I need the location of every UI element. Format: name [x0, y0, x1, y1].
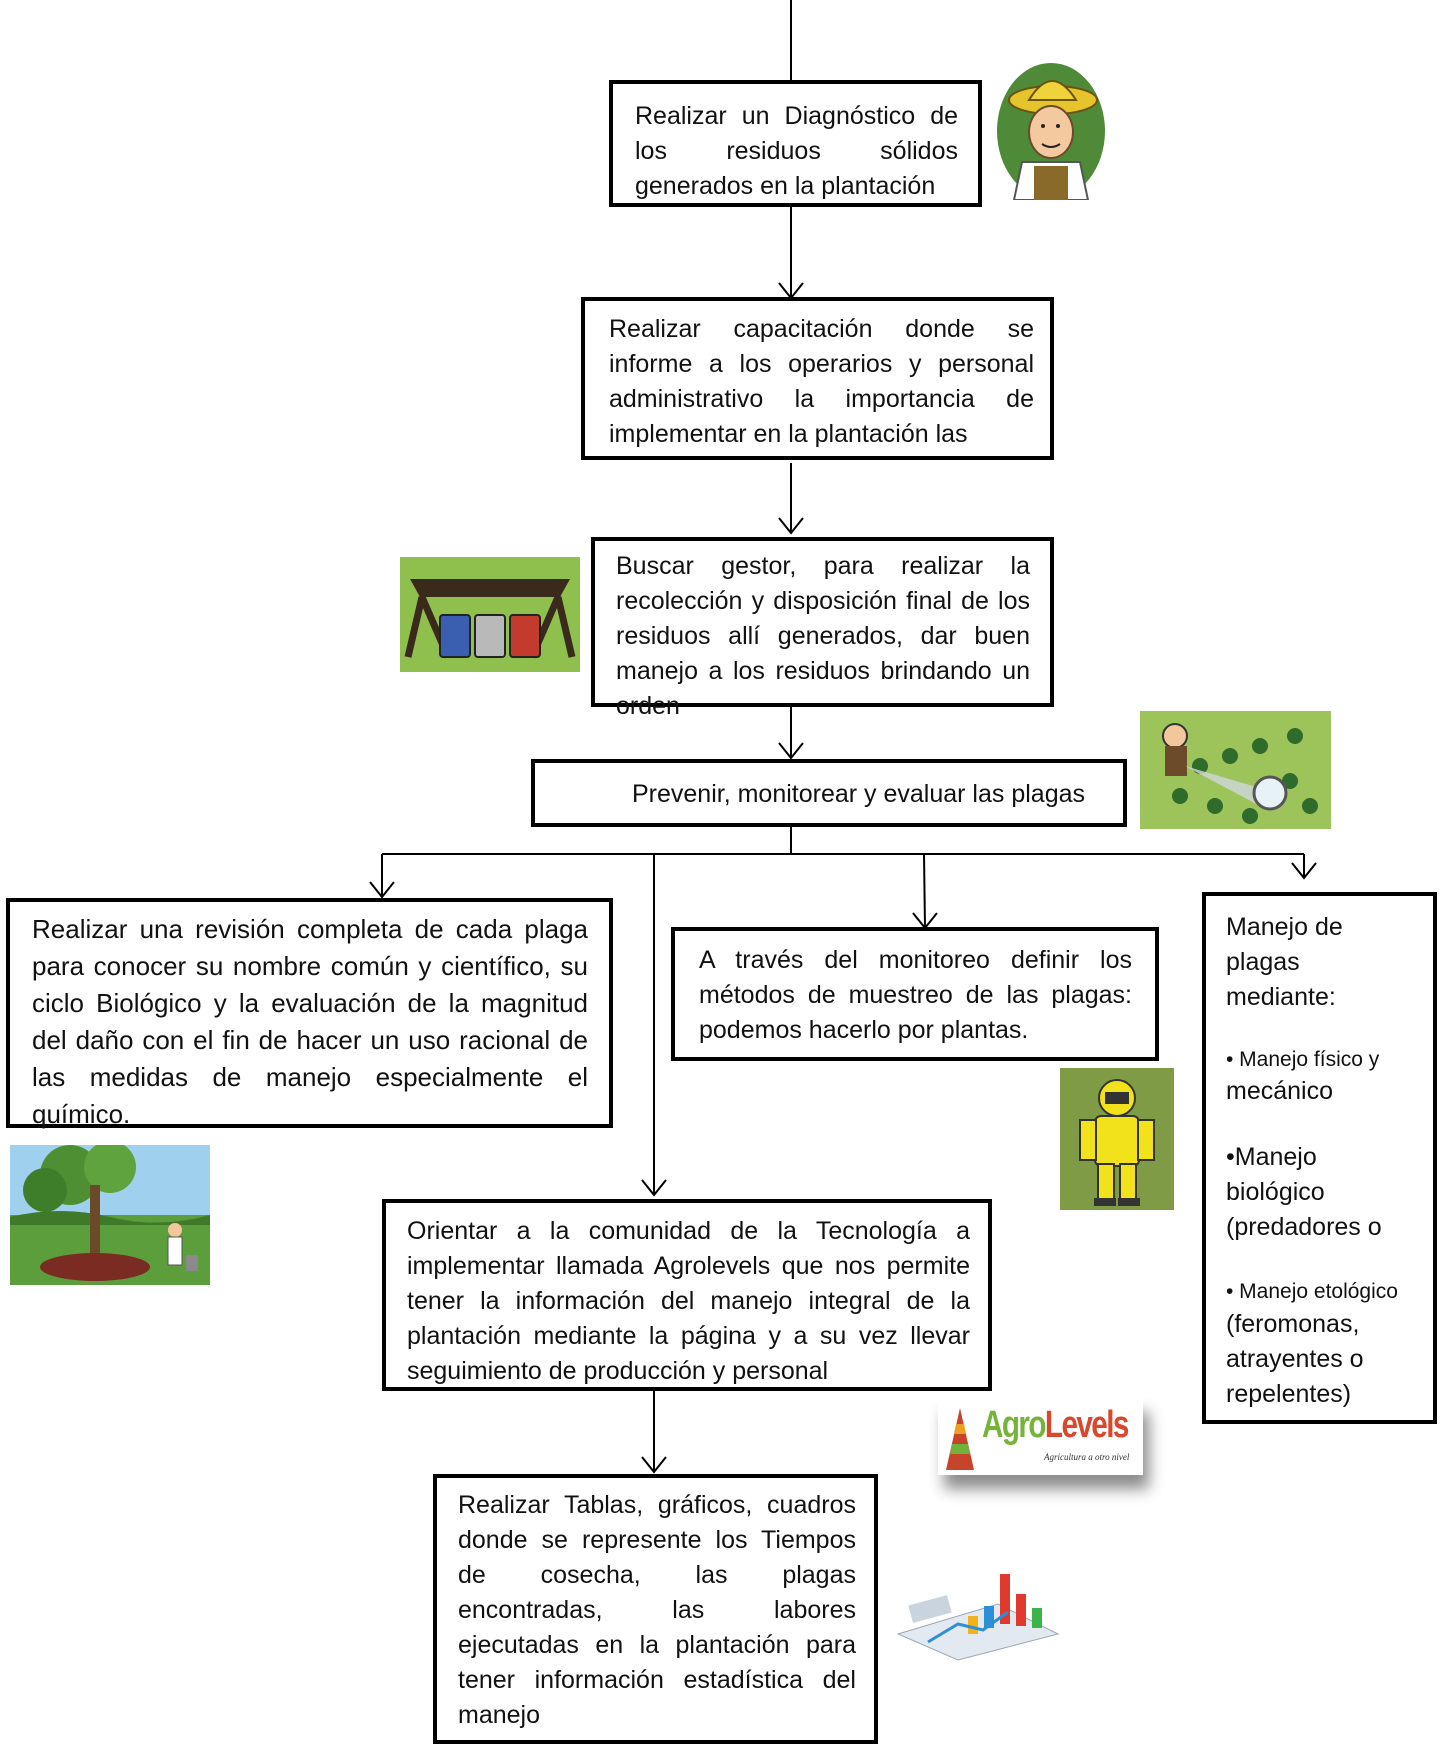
capacitacion-text: Realizar capacitación donde se informe a…	[609, 315, 1034, 448]
tablas-text: Realizar Tablas, gráficos, cuadros donde…	[458, 1491, 856, 1729]
manejo-item1-rest: mecánico	[1226, 1077, 1333, 1105]
protective-suit-icon	[1060, 1068, 1174, 1210]
capacitacion-box: Realizar capacitación donde se informe a…	[581, 297, 1054, 460]
manejo-box: Manejo de plagas mediante: • Manejo físi…	[1202, 892, 1437, 1424]
diagnostico-box: Realizar un Diagnóstico de los residuos …	[609, 80, 982, 207]
farmer-icon	[996, 62, 1106, 200]
trash-bins-icon	[400, 557, 580, 672]
agrolevels-logo: AgroLevels Agricultura a otro nivel	[938, 1398, 1143, 1475]
orientar-text: Orientar a la comunidad de la Tecnología…	[407, 1217, 970, 1385]
tablas-box: Realizar Tablas, gráficos, cuadros donde…	[433, 1474, 878, 1744]
monitoreo-text: A través del monitoreo definir los métod…	[699, 946, 1132, 1044]
prevenir-box: Prevenir, monitorear y evaluar las plaga…	[531, 759, 1127, 827]
manejo-item3-rest: (feromonas, atrayentes o repelentes)	[1226, 1310, 1364, 1408]
monitoreo-box: A través del monitoreo definir los métod…	[671, 927, 1159, 1061]
diagnostico-text: Realizar un Diagnóstico de los residuos …	[635, 102, 958, 200]
agrolevels-levels: Levels	[1044, 1404, 1129, 1446]
revision-text: Realizar una revisión completa de cada p…	[32, 914, 588, 1129]
gestor-text: Buscar gestor, para realizar la recolecc…	[616, 552, 1030, 720]
gestor-box	[591, 537, 1054, 707]
agrolevels-tagline: Agricultura a otro nivel	[1044, 1452, 1130, 1462]
prevenir-text: Prevenir, monitorear y evaluar las plaga…	[632, 780, 1086, 808]
revision-box	[6, 898, 613, 1128]
tree-planting-icon	[10, 1145, 210, 1285]
agrolevels-agro: Agro	[982, 1404, 1046, 1446]
manejo-item1-bullet: • Manejo físico y	[1226, 1048, 1380, 1071]
charts-icon	[888, 1564, 1062, 1662]
farmer-magnifier-icon	[1140, 711, 1331, 829]
orientar-box: Orientar a la comunidad de la Tecnología…	[382, 1199, 992, 1391]
manejo-item2: •Manejo biológico (predadores o	[1226, 1143, 1382, 1241]
manejo-title: Manejo de plagas mediante:	[1226, 913, 1343, 1011]
manejo-item3-bullet: • Manejo etológico	[1226, 1280, 1398, 1303]
